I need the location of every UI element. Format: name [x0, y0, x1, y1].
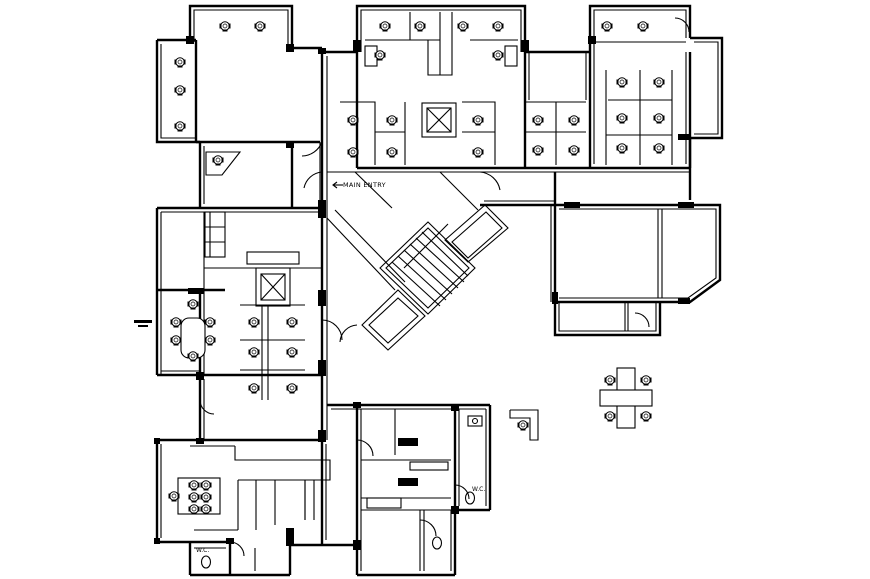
doors [199, 17, 690, 557]
lift-shaft-icon [246, 251, 300, 307]
structural-columns [134, 36, 694, 550]
main-entry-label: MAIN ENTRY [343, 181, 386, 189]
workstations [177, 12, 673, 515]
wc-label-left: W.C. [196, 547, 209, 554]
staircase-core [326, 171, 509, 351]
interior-walls [155, 41, 692, 577]
bathroom-fixtures [200, 415, 483, 569]
wc-label-right: W.C. [472, 486, 485, 493]
main-entry-arrow-icon [332, 181, 343, 189]
lift-shaft-icon [421, 102, 457, 138]
